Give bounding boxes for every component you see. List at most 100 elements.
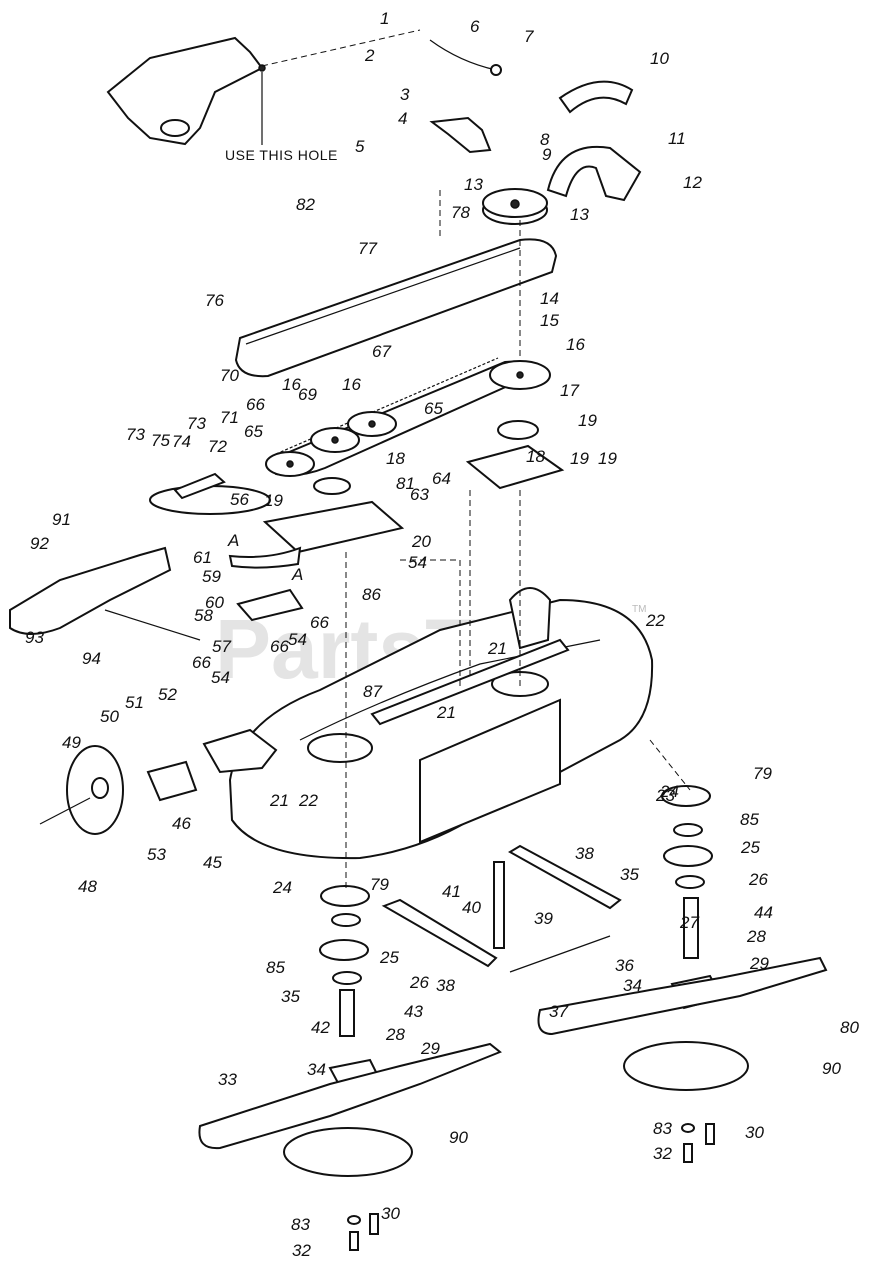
callout-57: 57 xyxy=(212,637,231,656)
blade-right xyxy=(537,956,828,1036)
blade-left xyxy=(198,1042,502,1150)
callout-34: 34 xyxy=(623,976,642,995)
callout-83: 83 xyxy=(653,1119,672,1138)
hardware-right xyxy=(681,1123,715,1163)
callout-54: 54 xyxy=(288,630,307,649)
callout-27: 27 xyxy=(679,913,699,932)
callout-28: 28 xyxy=(385,1025,405,1044)
callout-63: 63 xyxy=(410,485,429,504)
callout-58: 58 xyxy=(194,606,213,625)
callout-12: 12 xyxy=(683,173,702,192)
callout-26: 26 xyxy=(748,870,768,889)
callout-75: 75 xyxy=(151,431,170,450)
callout-82: 82 xyxy=(296,195,315,214)
idler-arm-59 xyxy=(228,546,304,622)
callout-67: 67 xyxy=(372,342,391,361)
bracket-part xyxy=(106,36,266,146)
use-this-hole-note: USE THIS HOLE xyxy=(225,147,338,163)
callout-53: 53 xyxy=(147,845,166,864)
callout-19: 19 xyxy=(578,411,597,430)
callout-54: 54 xyxy=(408,553,427,572)
callout-66: 66 xyxy=(192,653,211,672)
callout-17: 17 xyxy=(560,381,579,400)
callout-36: 36 xyxy=(615,956,634,975)
callout-21: 21 xyxy=(436,703,456,722)
blade-adapter-right xyxy=(623,1041,749,1091)
callout-19: 19 xyxy=(570,449,589,468)
spring-assembly xyxy=(149,472,271,515)
callout-21: 21 xyxy=(269,791,289,810)
callout-73: 73 xyxy=(187,414,206,433)
spindle-right xyxy=(661,785,724,1010)
callout-66: 66 xyxy=(310,613,329,632)
callout-64: 64 xyxy=(432,469,451,488)
callout-11: 11 xyxy=(668,129,686,148)
belt-guard xyxy=(546,80,642,202)
callout-85: 85 xyxy=(266,958,285,977)
callout-93: 93 xyxy=(25,628,44,647)
callout-91: 91 xyxy=(52,510,71,529)
callout-49: 49 xyxy=(62,733,81,752)
callout-29: 29 xyxy=(420,1039,440,1058)
callout-18: 18 xyxy=(526,447,545,466)
callout-37: 37 xyxy=(549,1002,568,1021)
pulley-left xyxy=(265,451,315,477)
callout-35: 35 xyxy=(620,865,639,884)
callout-19: 19 xyxy=(264,491,283,510)
callout-65: 65 xyxy=(424,399,443,418)
callout-79: 79 xyxy=(753,764,772,783)
mount-plate-20 xyxy=(465,444,565,490)
lift-linkage xyxy=(381,844,622,973)
callout-83: 83 xyxy=(291,1215,310,1234)
callout-45: 45 xyxy=(203,853,222,872)
pulley-right xyxy=(489,360,551,440)
callout-90: 90 xyxy=(822,1059,841,1078)
belt-cover xyxy=(234,238,558,378)
callout-30: 30 xyxy=(745,1123,764,1142)
callout-85: 85 xyxy=(740,810,759,829)
callout-38: 38 xyxy=(436,976,455,995)
callout-79: 79 xyxy=(370,875,389,894)
callout-16: 16 xyxy=(342,375,361,394)
callout-22: 22 xyxy=(298,791,318,810)
callout-69: 69 xyxy=(298,385,317,404)
callout-24: 24 xyxy=(272,878,292,897)
callout-9: 9 xyxy=(542,145,552,164)
callout-60: 60 xyxy=(205,593,224,612)
callout-40: 40 xyxy=(462,898,481,917)
idler-bracket xyxy=(429,39,502,154)
callout-15: 15 xyxy=(540,311,559,330)
callout-52: 52 xyxy=(158,685,177,704)
callout-2: 2 xyxy=(364,46,375,65)
callout-23: 23 xyxy=(655,786,675,805)
blade-adapter-left xyxy=(283,1127,413,1177)
callout-8: 8 xyxy=(540,130,550,149)
callout-20: 20 xyxy=(411,532,431,551)
callout-41: 41 xyxy=(442,882,461,901)
callout-13: 13 xyxy=(570,205,589,224)
callout-16: 16 xyxy=(282,375,301,394)
callout-25: 25 xyxy=(379,948,399,967)
callout-56: 56 xyxy=(230,490,249,509)
callout-46: 46 xyxy=(172,814,191,833)
callout-50: 50 xyxy=(100,707,119,726)
callout-7: 7 xyxy=(524,27,534,46)
callout-90: 90 xyxy=(449,1128,468,1147)
callout-73: 73 xyxy=(126,425,145,444)
callout-54: 54 xyxy=(211,668,230,687)
hardware-left xyxy=(347,1213,379,1251)
pulley-78 xyxy=(482,188,548,225)
callout-13: 13 xyxy=(464,175,483,194)
callout-30: 30 xyxy=(381,1204,400,1223)
callout-25: 25 xyxy=(740,838,760,857)
callout-32: 32 xyxy=(292,1241,311,1260)
callout-42: 42 xyxy=(311,1018,330,1037)
callout-76: 76 xyxy=(205,291,224,310)
callout-74: 74 xyxy=(172,432,191,451)
pulley-center xyxy=(310,411,397,453)
callout-81: 81 xyxy=(396,474,415,493)
callout-44: 44 xyxy=(754,903,773,922)
callout-1: 1 xyxy=(380,9,389,28)
callout-10: 10 xyxy=(650,49,669,68)
